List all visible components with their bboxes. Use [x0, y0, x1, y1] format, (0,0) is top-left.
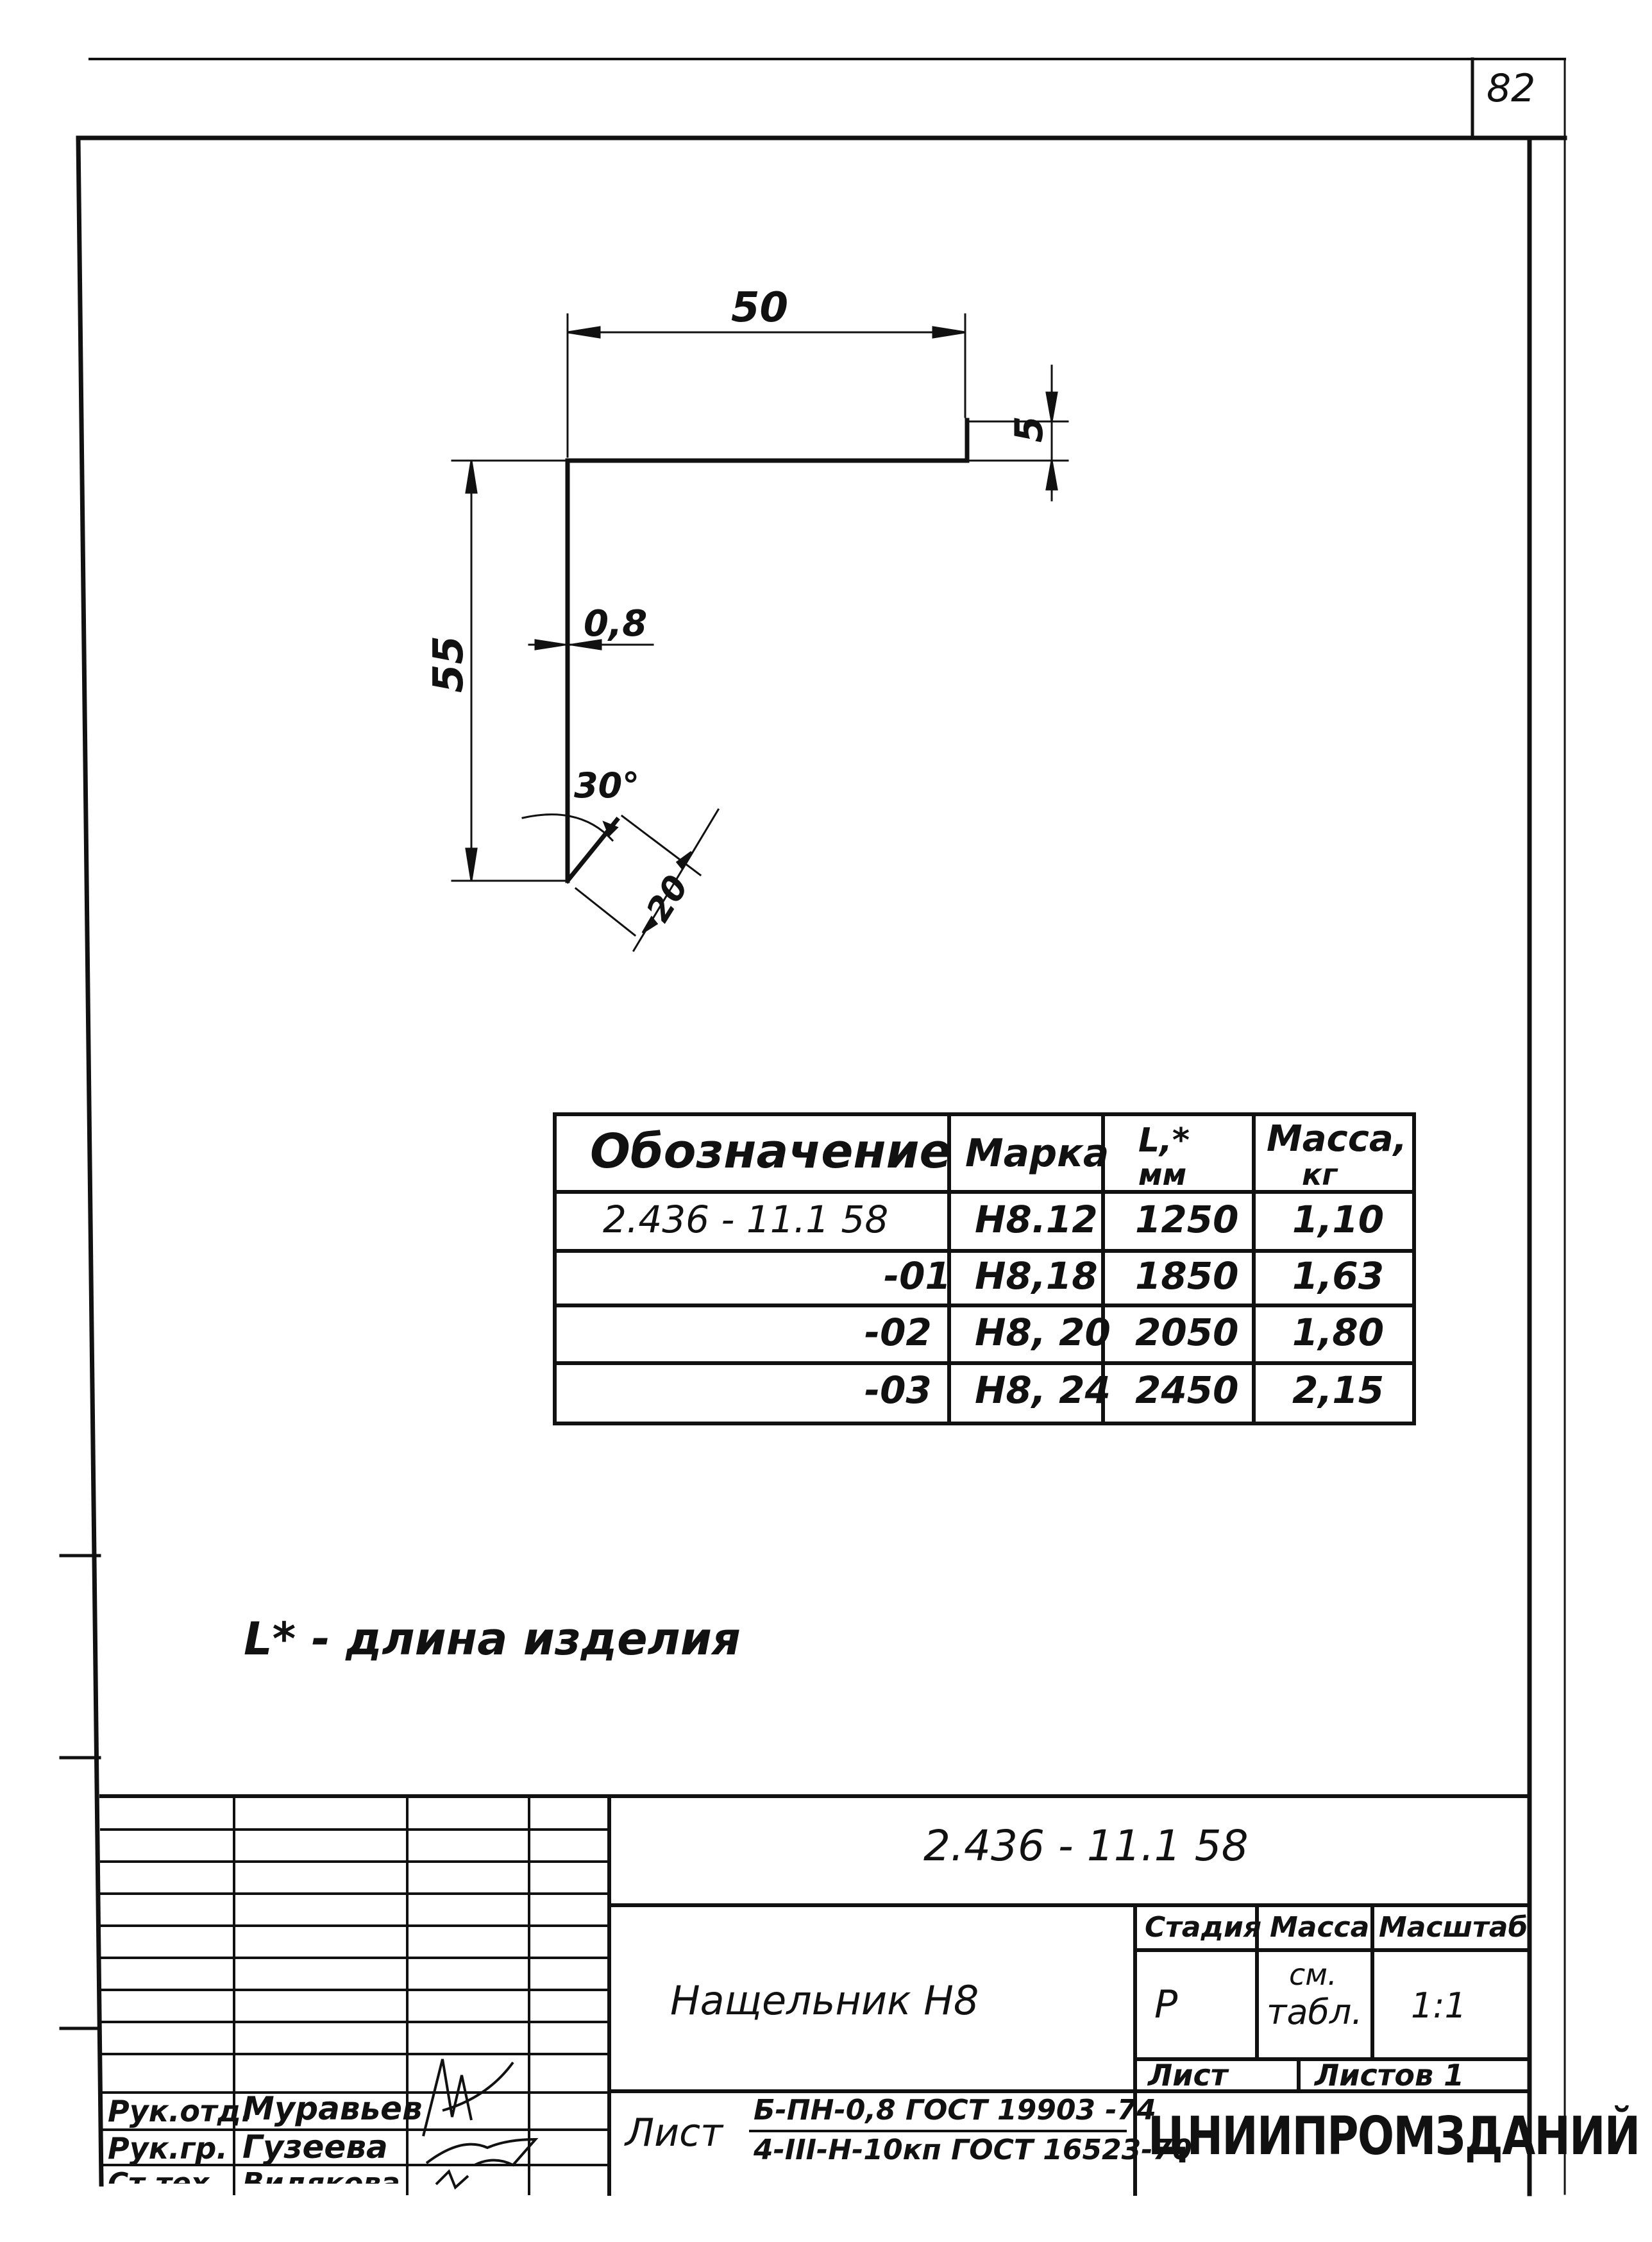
frame-left: [76, 135, 104, 2187]
dim-angle-lines: [521, 813, 619, 842]
dim-width-label: 50: [731, 284, 789, 332]
dim-thickness-lines: [528, 639, 654, 650]
row-designation: -02: [864, 1311, 932, 1354]
row-mass: 1,10: [1292, 1198, 1385, 1241]
row-designation: 2.436 - 11.1 58: [603, 1198, 889, 1241]
sheets-label: Листов 1: [1315, 2058, 1465, 2093]
row-mark: Н8, 24: [975, 1368, 1111, 1412]
sheet-label: Лист: [1148, 2058, 1228, 2093]
header-length: L,*: [1138, 1121, 1190, 1160]
row-mass: 1,80: [1292, 1311, 1385, 1354]
signatures-art: [422, 2059, 539, 2190]
signer-name: Видякова: [242, 2170, 400, 2184]
cut-off-signer-row: Ст.тех. Видякова: [101, 2170, 406, 2184]
scale-value: 1:1: [1411, 1985, 1467, 2026]
dim-lip-label: 5: [1007, 416, 1052, 443]
dim-hook-lines: [574, 808, 720, 953]
row-designation: -01: [884, 1254, 951, 1298]
signature-grid: [100, 1795, 611, 2195]
page-number: 82: [1487, 66, 1536, 111]
signer-role: Ст.тех.: [108, 2170, 220, 2184]
profile-geometry: [564, 418, 970, 884]
header-length-unit: мм: [1138, 1157, 1187, 1192]
dim-width-lines: [566, 313, 966, 458]
row-length: 2450: [1135, 1368, 1239, 1412]
title-block-grid: [99, 1794, 1531, 2196]
dim-thickness-label: 0,8: [584, 603, 648, 645]
signer-role: Рук.гр.: [108, 2131, 228, 2166]
row-mark: Н8.12: [975, 1198, 1098, 1241]
signer-role: Рук.отд.: [108, 2094, 253, 2128]
header-mass: Масса,: [1267, 1118, 1407, 1160]
material-line1: Б-ПН-0,8 ГОСТ 19903 -74: [754, 2094, 1156, 2127]
row-mass: 2,15: [1292, 1368, 1385, 1412]
header-designation: Обозначение: [590, 1124, 952, 1179]
signature-2: [425, 2137, 539, 2167]
row-length: 2050: [1135, 1311, 1239, 1354]
mass-value-line2: табл.: [1267, 1992, 1363, 2032]
document-code: 2.436 - 11.1 58: [923, 1821, 1249, 1871]
signature-3: [435, 2169, 469, 2190]
stage-value: Р: [1154, 1982, 1178, 2027]
scale-label: Масштаб: [1379, 1911, 1528, 1944]
header-mark: Марка: [965, 1131, 1109, 1176]
row-designation: -03: [864, 1368, 932, 1412]
header-mass-unit: кг: [1302, 1157, 1338, 1192]
row-length: 1850: [1135, 1254, 1239, 1298]
row-mark: Н8, 20: [975, 1311, 1111, 1354]
dim-height-label: 55: [425, 635, 473, 693]
row-mass: 1,63: [1292, 1254, 1385, 1298]
signer-name: Гузеева: [242, 2128, 388, 2166]
mass-label: Масса: [1270, 1911, 1370, 1944]
dim-height-lines: [451, 459, 566, 882]
mass-value-line1: см.: [1289, 1957, 1337, 1992]
spec-table-grid: [553, 1112, 1416, 1425]
length-note: L* - длина изделия: [244, 1613, 741, 1665]
material-label: Лист: [625, 2110, 723, 2155]
item-name: Нащельник Н8: [670, 1977, 979, 2024]
signer-name: Муравьев: [242, 2090, 423, 2127]
organization-name: ЦНИИПРОМЗДАНИЙ: [1148, 2106, 1640, 2167]
row-mark: Н8,18: [975, 1254, 1098, 1298]
stage-label: Стадия: [1145, 1911, 1262, 1944]
row-length: 1250: [1135, 1198, 1239, 1241]
signature-1: [422, 2059, 514, 2137]
material-line2: 4-III-Н-10кп ГОСТ 16523-70: [754, 2134, 1192, 2166]
dim-angle-label: 30°: [574, 765, 640, 806]
dim-lip-lines: [968, 364, 1069, 502]
